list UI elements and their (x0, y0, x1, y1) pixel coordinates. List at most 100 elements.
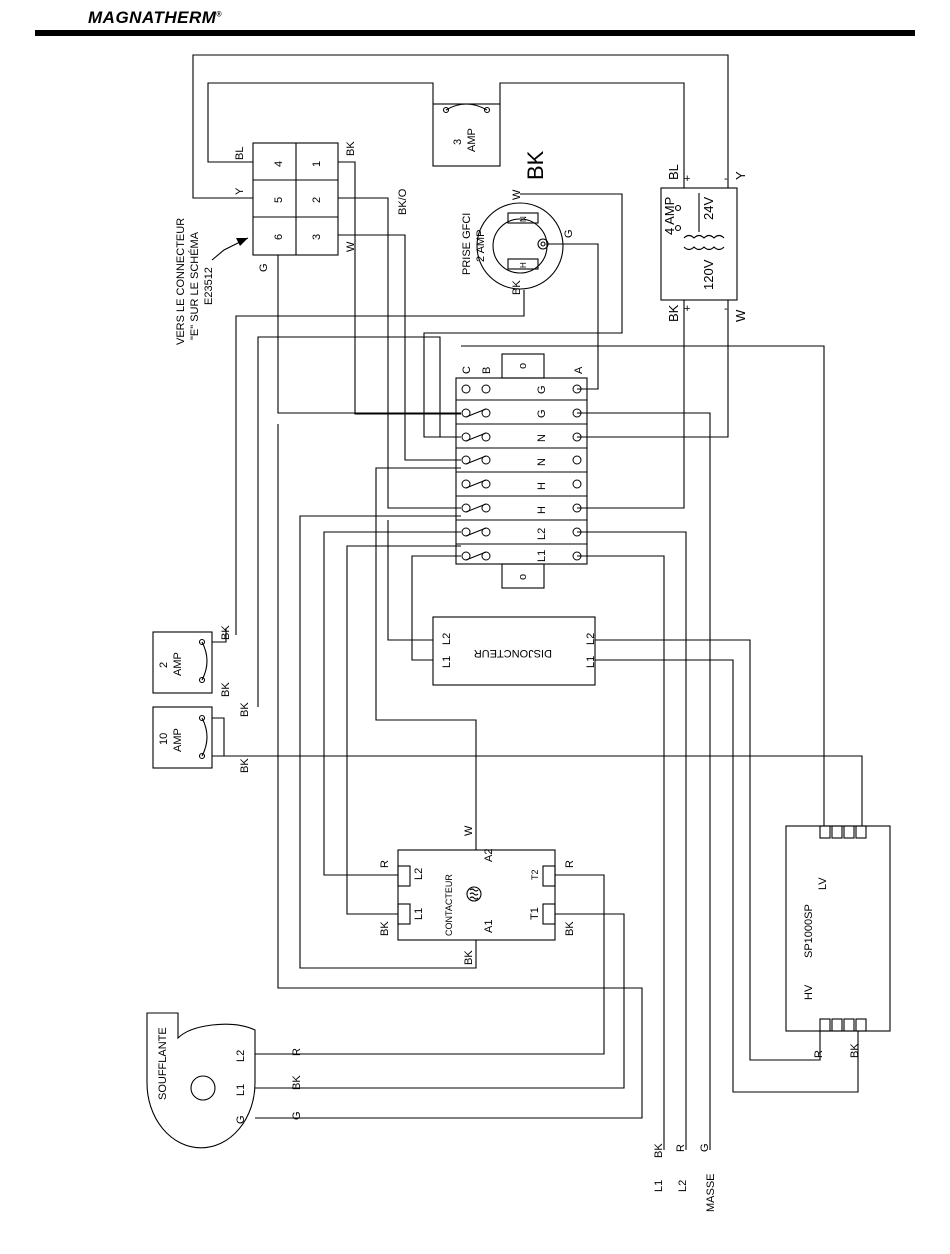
blower-motor (146, 1012, 256, 1149)
svg-text:BK: BK (220, 625, 232, 640)
svg-text:BL: BL (666, 164, 681, 180)
svg-text:o: o (517, 574, 529, 580)
svg-text:3: 3 (452, 139, 464, 145)
terminal-labels: C B A o o G G N N H H L2 L1 (461, 363, 585, 580)
svg-text:DISJONCTEUR: DISJONCTEUR (474, 647, 552, 659)
svg-text:W: W (345, 241, 357, 252)
terminal-jumper (465, 503, 487, 513)
terminal-jumper (465, 479, 487, 489)
blower-labels: SOUFFLANTE L2 L1 G R BK G (157, 1027, 303, 1124)
svg-text:BK/O: BK/O (397, 188, 409, 215)
fuse-3amp-label: 3 AMP (452, 128, 478, 152)
svg-text:R: R (291, 1048, 303, 1056)
svg-text:4: 4 (273, 161, 285, 167)
breaker-labels: DISJONCTEUR L2 L1 L2 L1 (441, 633, 597, 668)
terminal-hole (481, 384, 491, 394)
terminal-hole (572, 479, 582, 489)
svg-text:L1: L1 (585, 656, 597, 668)
svg-text:L1: L1 (235, 1084, 247, 1096)
svg-text:G: G (699, 1143, 711, 1152)
connector-note-line3: E23512 (203, 267, 215, 305)
sp-module-labels: SP1000SP LV HV R BK (803, 877, 861, 1058)
svg-text:B: B (481, 367, 493, 374)
svg-text:LV: LV (817, 877, 829, 890)
contactor (397, 849, 556, 941)
terminal-jumper (465, 408, 487, 418)
sp1000sp-module (785, 825, 891, 1032)
svg-text:BK: BK (666, 304, 681, 322)
svg-text:L2: L2 (235, 1050, 247, 1062)
svg-text:C: C (461, 366, 473, 374)
svg-text:H: H (519, 262, 528, 268)
svg-text:Y: Y (733, 171, 748, 180)
svg-text:BK: BK (220, 682, 232, 697)
svg-text:R: R (675, 1144, 687, 1152)
svg-text:L2: L2 (677, 1180, 689, 1192)
terminal-strip (455, 353, 588, 589)
transformer-labels: BL Y BK W 4 AMP 24V 120V + - + - (662, 164, 748, 322)
svg-text:T2: T2 (530, 869, 540, 880)
fuse-2amp (152, 631, 213, 694)
svg-text:G: G (536, 409, 548, 418)
svg-text:G: G (235, 1115, 247, 1124)
svg-text:W: W (733, 309, 748, 322)
svg-text:BK: BK (345, 141, 357, 156)
svg-text:N: N (519, 216, 528, 222)
svg-text:T1: T1 (529, 907, 541, 920)
svg-text:BL: BL (234, 147, 246, 160)
svg-text:2 AMP: 2 AMP (475, 230, 487, 262)
svg-text:120V: 120V (701, 259, 716, 290)
svg-text:L1: L1 (536, 550, 548, 562)
svg-text:10: 10 (158, 733, 170, 745)
svg-text:W: W (463, 825, 475, 836)
svg-text:o: o (517, 363, 529, 369)
svg-text:L2: L2 (441, 633, 453, 645)
gfci-labels: PRISE GFCI 2 AMP W G BK N H (461, 189, 575, 295)
svg-text:6: 6 (273, 234, 285, 240)
connector-note-line1: VERS LE CONNECTEUR (175, 218, 187, 345)
svg-text:4 AMP: 4 AMP (662, 197, 677, 235)
svg-text:AMP: AMP (466, 128, 478, 152)
svg-text:L2: L2 (585, 633, 597, 645)
gfci-outlet (476, 202, 564, 290)
svg-text:Y: Y (234, 187, 246, 195)
svg-text:AMP: AMP (172, 728, 184, 752)
breaker (432, 616, 596, 686)
svg-text:BK: BK (239, 758, 251, 773)
svg-text:SP1000SP: SP1000SP (803, 904, 815, 958)
svg-text:A: A (573, 366, 585, 374)
svg-text:BK: BK (564, 921, 576, 936)
svg-text:W: W (511, 189, 523, 200)
svg-text:+: + (684, 173, 690, 185)
svg-text:BK: BK (291, 1075, 303, 1090)
transformer (660, 187, 738, 301)
svg-text:2: 2 (158, 662, 170, 668)
svg-text:BK: BK (653, 1143, 665, 1158)
svg-text:H: H (536, 482, 548, 490)
svg-text:L1: L1 (653, 1180, 665, 1192)
svg-text:BK: BK (849, 1043, 861, 1058)
fuse-small-labels: 2 AMP 10 AMP BK BK BK BK (158, 625, 251, 773)
connector-note: VERS LE CONNECTEUR "E" SUR LE SCHÉMA E23… (175, 218, 249, 345)
supply-labels: BK R G L1 L2 MASSE (653, 1143, 717, 1212)
svg-text:H: H (536, 506, 548, 514)
wires (192, 54, 863, 1150)
connector-pin-labels: 4 5 6 1 2 3 BL Y G BK BK/O W (234, 141, 409, 272)
connector-note-line2: "E" SUR LE SCHÉMA (188, 231, 201, 340)
svg-text:BK: BK (379, 921, 391, 936)
svg-text:+: + (684, 303, 690, 315)
svg-text:G: G (258, 263, 270, 272)
svg-text:L1: L1 (413, 908, 425, 920)
terminal-jumper (465, 455, 487, 465)
svg-text:SOUFFLANTE: SOUFFLANTE (157, 1027, 169, 1100)
svg-text:-: - (724, 303, 728, 315)
svg-text:BK: BK (463, 950, 475, 965)
svg-text:R: R (813, 1050, 825, 1058)
svg-text:5: 5 (273, 197, 285, 203)
svg-text:HV: HV (803, 984, 815, 1000)
svg-text:A1: A1 (483, 920, 495, 933)
terminal-hole (572, 455, 582, 465)
svg-text:PRISE GFCI: PRISE GFCI (461, 213, 473, 275)
svg-text:N: N (536, 434, 548, 442)
